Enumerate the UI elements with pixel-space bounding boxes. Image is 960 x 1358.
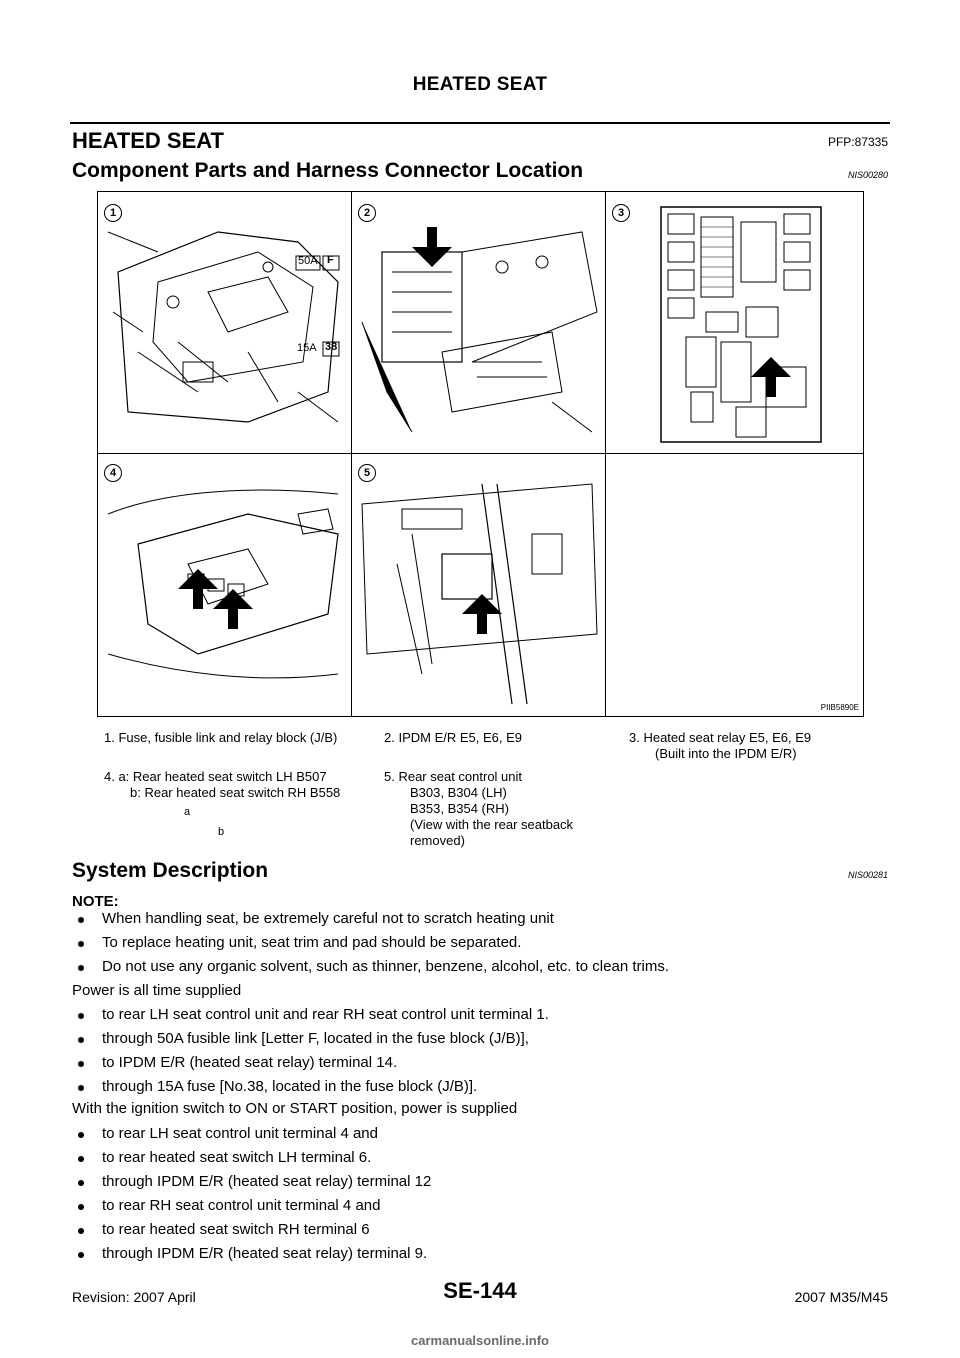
note-item: When handling seat, be extremely careful…	[102, 910, 554, 927]
ignition-item: to rear heated seat switch RH terminal 6	[102, 1221, 370, 1238]
bullet	[78, 1013, 84, 1019]
panel-3-illustration	[660, 206, 822, 443]
bullet	[78, 1204, 84, 1210]
label-b: b	[218, 826, 225, 838]
panel-2-illustration	[361, 227, 598, 433]
panel-number-3: 3	[612, 204, 630, 222]
components-heading: Component Parts and Harness Connector Lo…	[72, 159, 584, 182]
footer-page-number: SE-144	[443, 1278, 517, 1303]
ignition-item: to rear LH seat control unit terminal 4 …	[102, 1125, 378, 1142]
power-item: through 50A fusible link [Letter F, loca…	[102, 1030, 529, 1047]
legend-5-lh: B303, B304 (LH)	[410, 785, 507, 800]
ignition-item: to rear RH seat control unit terminal 4 …	[102, 1197, 381, 1214]
fuse-50a-label: 50A	[298, 255, 318, 267]
ignition-item: through IPDM E/R (heated seat relay) ter…	[102, 1245, 428, 1262]
running-header: HEATED SEAT	[412, 74, 548, 95]
legend-5-note-1: (View with the rear seatback	[410, 817, 574, 832]
note-label: NOTE:	[72, 893, 119, 910]
power-item: through 15A fuse [No.38, located in the …	[102, 1078, 478, 1095]
bullet	[78, 941, 84, 947]
legend-2: 2. IPDM E/R E5, E6, E9	[384, 730, 522, 745]
components-code: NIS00280	[847, 170, 888, 180]
ignition-item: through IPDM E/R (heated seat relay) ter…	[102, 1173, 432, 1190]
ignition-intro: With the ignition switch to ON or START …	[72, 1100, 518, 1117]
panel-1-illustration	[107, 231, 340, 423]
panel-number-5: 5	[358, 464, 376, 482]
bullet	[78, 1037, 84, 1043]
legend-5-note-2: removed)	[410, 833, 465, 848]
bullet	[78, 965, 84, 971]
section-title: HEATED SEAT	[72, 128, 224, 153]
power-item: to rear LH seat control unit and rear RH…	[102, 1006, 549, 1023]
header-rule	[70, 122, 890, 124]
bullet	[78, 1252, 84, 1258]
note-item: To replace heating unit, seat trim and p…	[102, 934, 522, 951]
legend-1: 1. Fuse, fusible link and relay block (J…	[104, 730, 338, 745]
fuse-15a-label: 15A	[297, 342, 317, 354]
panel-number-2: 2	[358, 204, 376, 222]
watermark: carmanualsonline.info	[411, 1333, 549, 1348]
panel-number-4: 4	[104, 464, 122, 482]
fuse-38-label: 38	[325, 341, 338, 353]
bullet	[78, 1085, 84, 1091]
bullet	[78, 1132, 84, 1138]
power-item: to IPDM E/R (heated seat relay) terminal…	[102, 1054, 398, 1071]
panel-number-1: 1	[104, 204, 122, 222]
bullet	[78, 1228, 84, 1234]
system-code: NIS00281	[847, 870, 888, 880]
legend-5: 5. Rear seat control unit	[384, 769, 523, 784]
panel-5-illustration	[361, 483, 598, 705]
fuse-f-label: F	[327, 254, 334, 266]
power-intro: Power is all time supplied	[72, 982, 242, 999]
note-item: Do not use any organic solvent, such as …	[102, 958, 669, 975]
legend-3: 3. Heated seat relay E5, E6, E9	[629, 730, 812, 745]
bullet	[78, 1180, 84, 1186]
legend-3-note: (Built into the IPDM E/R)	[655, 746, 797, 761]
label-a: a	[184, 806, 191, 818]
figure-id: PIIB5890E	[820, 703, 859, 712]
legend-5-rh: B353, B354 (RH)	[410, 801, 509, 816]
bullet	[78, 917, 84, 923]
legend-4a: 4. a: Rear heated seat switch LH B507	[104, 769, 327, 784]
panel-4-illustration	[107, 489, 339, 679]
legend-4b: b: Rear heated seat switch RH B558	[130, 785, 341, 800]
pfp-code: PFP:87335	[827, 135, 888, 149]
ignition-item: to rear heated seat switch LH terminal 6…	[102, 1149, 372, 1166]
footer-revision: Revision: 2007 April	[72, 1289, 196, 1305]
footer-model: 2007 M35/M45	[794, 1289, 888, 1305]
component-location-figure: 50A F 15A 38	[97, 191, 864, 838]
bullet	[78, 1156, 84, 1162]
bullet	[78, 1061, 84, 1067]
system-heading: System Description	[72, 859, 269, 882]
